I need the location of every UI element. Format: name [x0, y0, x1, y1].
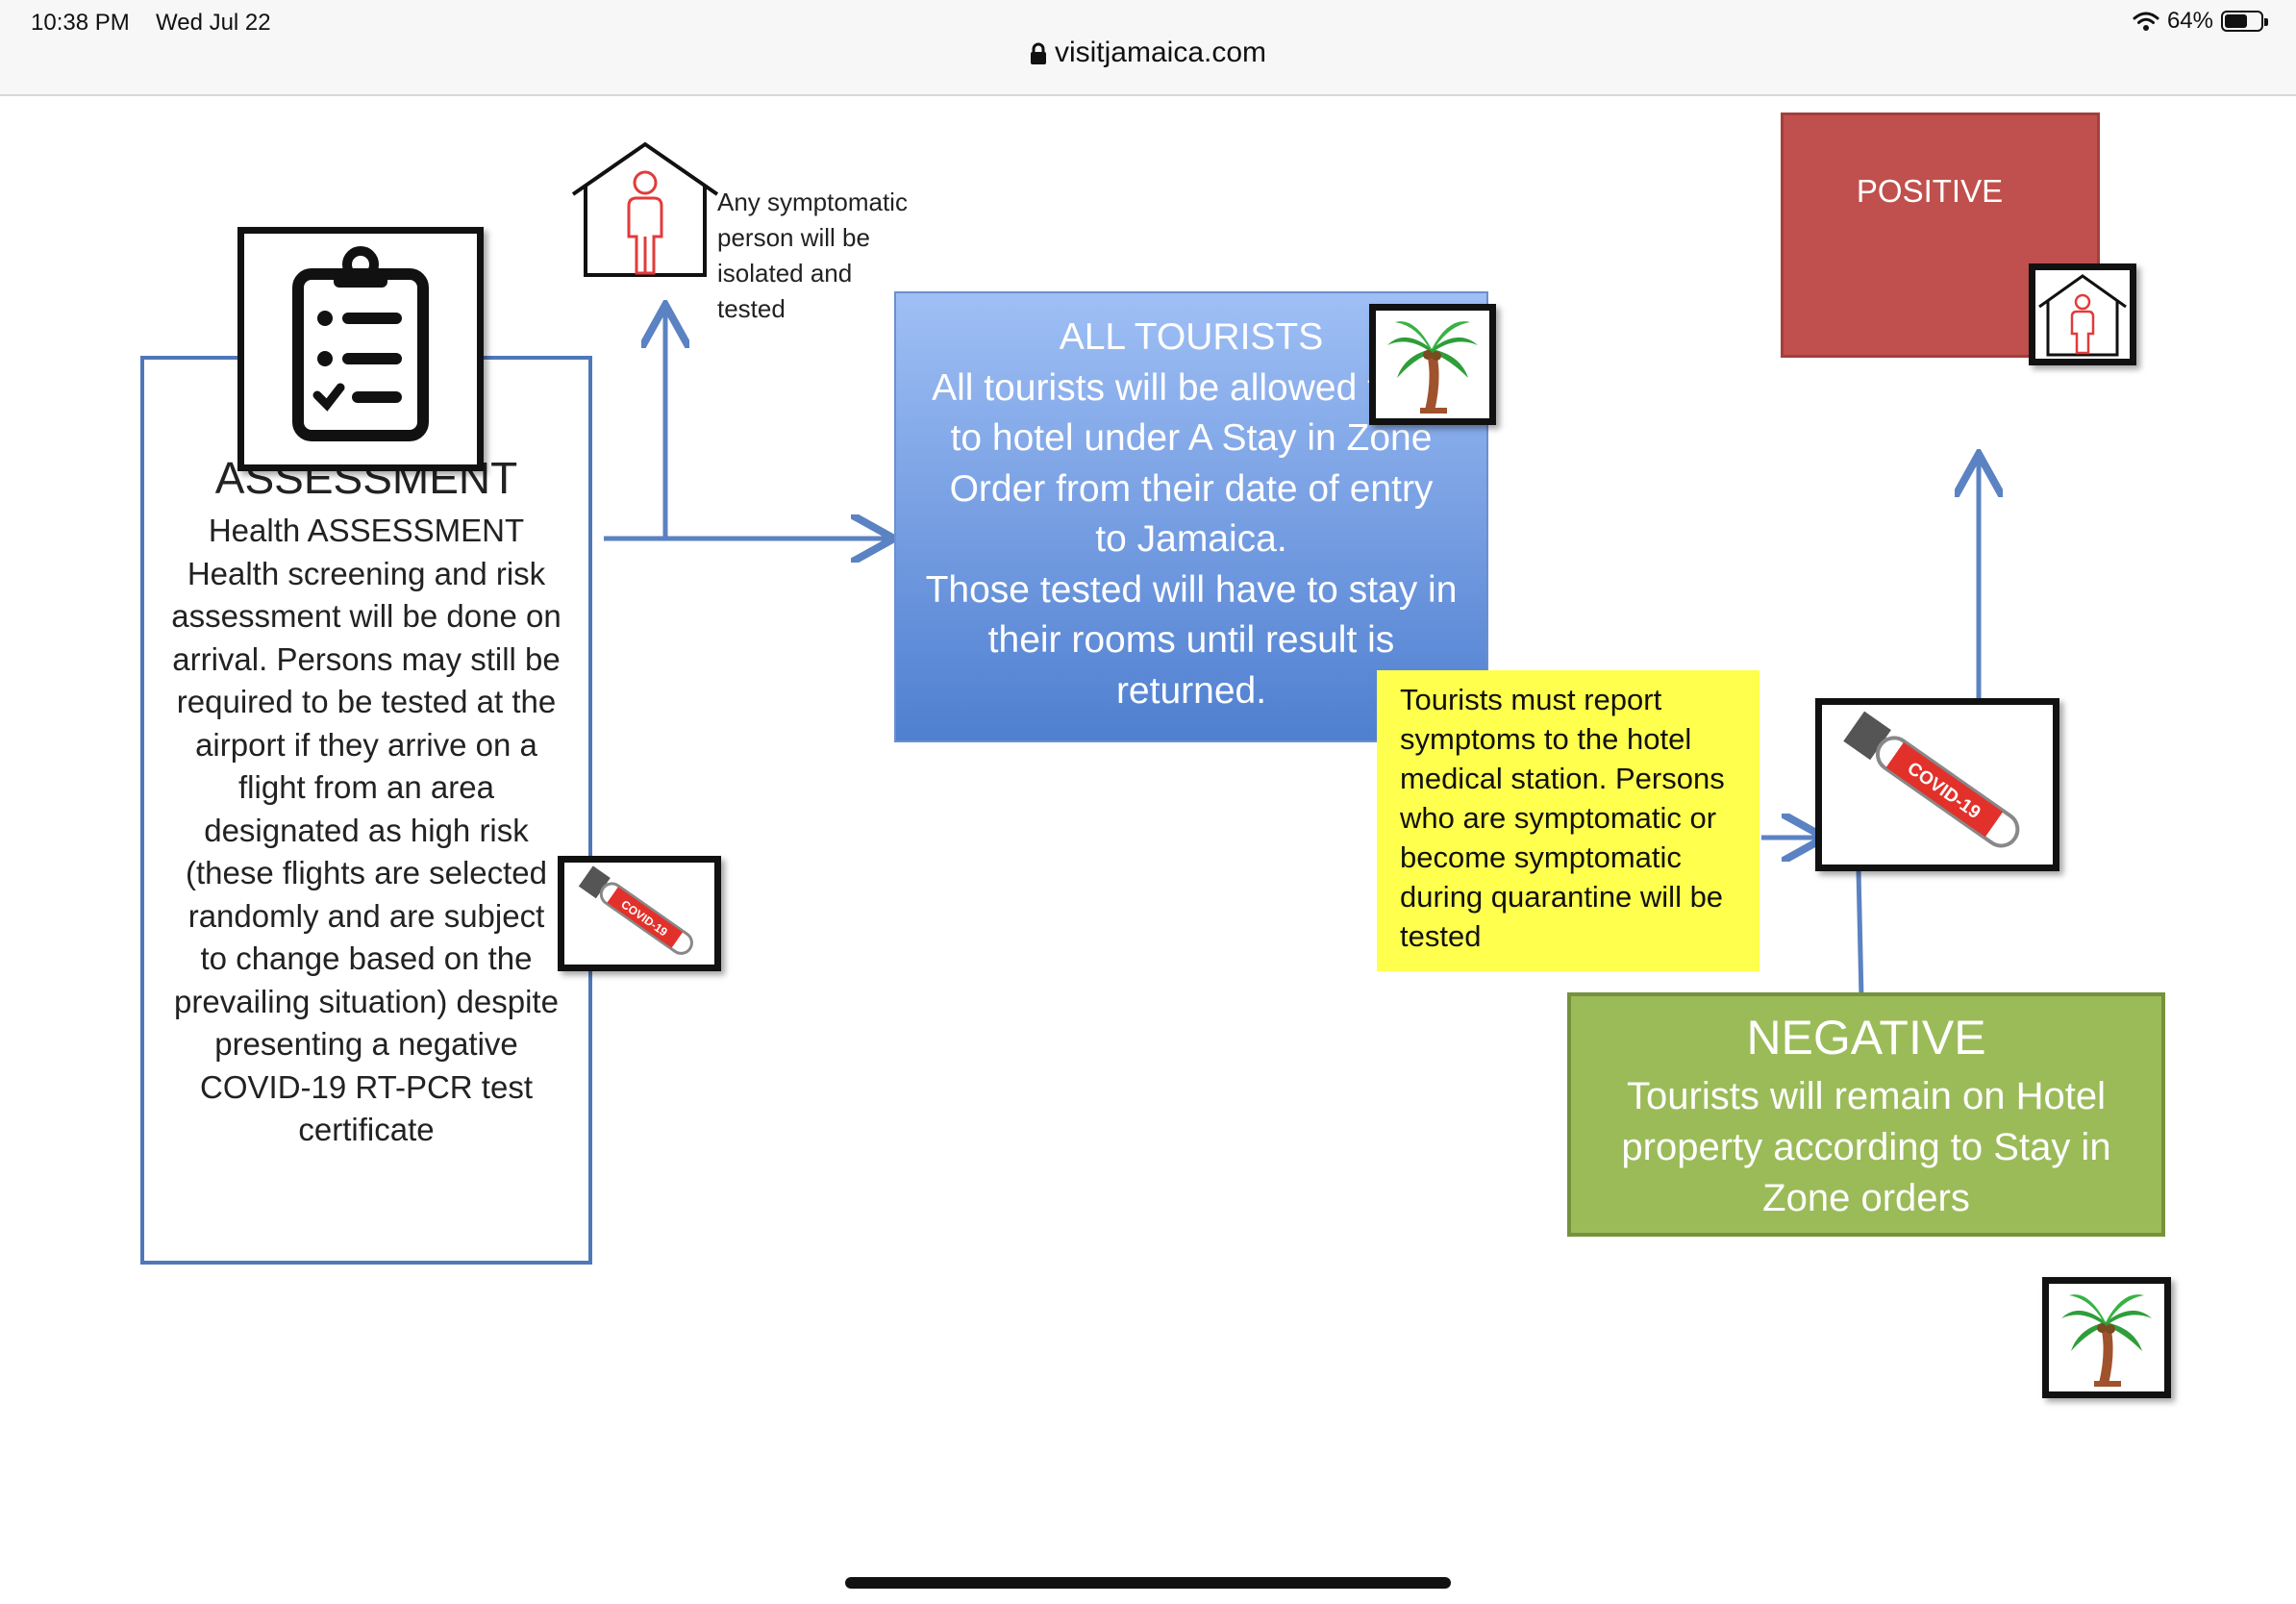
- palm-tree-icon: [1369, 304, 1496, 425]
- tourists-line: to hotel under A Stay in Zone: [950, 417, 1433, 459]
- battery-level: [2225, 14, 2248, 28]
- lock-icon: [1030, 42, 1046, 64]
- health-text-line: designated as high risk: [204, 812, 529, 848]
- health-text-line: certificate: [298, 1112, 435, 1147]
- health-text-line: flight from an area: [238, 769, 494, 805]
- covid-test-tube-icon: COVID-19: [558, 856, 721, 971]
- tourists-line: to Jamaica.: [1095, 518, 1287, 560]
- health-text-line: presenting a negative: [214, 1026, 518, 1062]
- home-indicator[interactable]: [845, 1577, 1451, 1589]
- health-text-line: (these flights are selected: [185, 855, 548, 890]
- status-indicators: 64%: [2133, 8, 2268, 35]
- report-line: symptoms to the hotel: [1400, 722, 1692, 756]
- report-line: medical station. Persons: [1400, 762, 1725, 795]
- url-text: visitjamaica.com: [1054, 37, 1267, 68]
- health-text-line: randomly and are subject: [187, 897, 545, 934]
- isolated-person-house-icon: [569, 140, 721, 279]
- all-tourists-text: ALL TOURISTS All tourists will be allowe…: [894, 313, 1488, 716]
- note-line: tested: [717, 294, 786, 323]
- health-text-line: airport if they arrive on a: [195, 726, 537, 763]
- tourists-line: their rooms until result is: [987, 619, 1395, 661]
- palm-tree-icon: [2042, 1277, 2171, 1398]
- health-text-line: assessment will be done on: [171, 598, 562, 634]
- negative-line: Zone orders: [1762, 1177, 1970, 1219]
- health-text-line: COVID-19 RT-PCR test: [200, 1068, 533, 1105]
- health-text-line: arrival. Persons may still be: [172, 640, 561, 677]
- health-text-line: Health screening and risk: [187, 555, 546, 591]
- url-bar[interactable]: visitjamaica.com: [0, 37, 2296, 69]
- report-line: become symptomatic: [1400, 840, 1682, 874]
- note-line: isolated and: [717, 259, 853, 288]
- isolated-label: ISOLATED: [1852, 354, 2008, 389]
- covid-test-tube-icon: COVID-19: [1815, 698, 2059, 871]
- note-line: person will be: [717, 223, 870, 252]
- report-line: Tourists must report: [1400, 683, 1662, 716]
- health-assessment-box: [140, 356, 592, 1265]
- health-text-line: Health ASSESSMENT: [208, 513, 525, 548]
- negative-box: [1567, 992, 2165, 1237]
- health-text-line: prevailing situation) despite: [174, 983, 559, 1019]
- tourists-line: Those tested will have to stay in: [925, 568, 1458, 611]
- negative-text: Tourists will remain on Hotel property a…: [1567, 1071, 2165, 1224]
- battery-percentage: 64%: [2166, 8, 2213, 34]
- health-assessment-text: Health ASSESSMENT Health screening and r…: [154, 510, 579, 1152]
- report-symptoms-note: Tourists must report symptoms to the hot…: [1377, 670, 1759, 971]
- status-time: 10:38 PM: [31, 10, 130, 36]
- battery-icon: [2221, 11, 2268, 32]
- browser-top-bar: 10:38 PM Wed Jul 22 64% visitjamaica.com: [0, 0, 2296, 96]
- health-text-line: required to be tested at the: [176, 684, 557, 719]
- report-line: during quarantine will be: [1400, 880, 1724, 914]
- report-line: who are symptomatic or: [1400, 801, 1717, 835]
- negative-line: Tourists will remain on Hotel: [1627, 1075, 2106, 1117]
- status-date: Wed Jul 22: [156, 10, 271, 36]
- negative-line: property according to Stay in: [1621, 1126, 2111, 1168]
- report-line: tested: [1400, 919, 1482, 953]
- tourists-line: All tourists will be allowed to go: [932, 366, 1451, 409]
- note-line: Any symptomatic: [717, 188, 908, 216]
- tourists-heading: ALL TOURISTS: [1059, 316, 1324, 358]
- symptomatic-note: Any symptomatic person will be isolated …: [717, 185, 908, 327]
- isolated-person-house-icon: [2029, 263, 2136, 365]
- wifi-icon: [2133, 12, 2159, 31]
- positive-label: POSITIVE: [1856, 173, 2004, 209]
- clipboard-checklist-icon: [237, 227, 484, 471]
- health-text-line: to change based on the: [200, 940, 533, 976]
- tourists-line: Order from their date of entry: [949, 467, 1434, 510]
- tourists-line: returned.: [1115, 669, 1267, 712]
- negative-title: NEGATIVE: [1746, 1011, 1986, 1065]
